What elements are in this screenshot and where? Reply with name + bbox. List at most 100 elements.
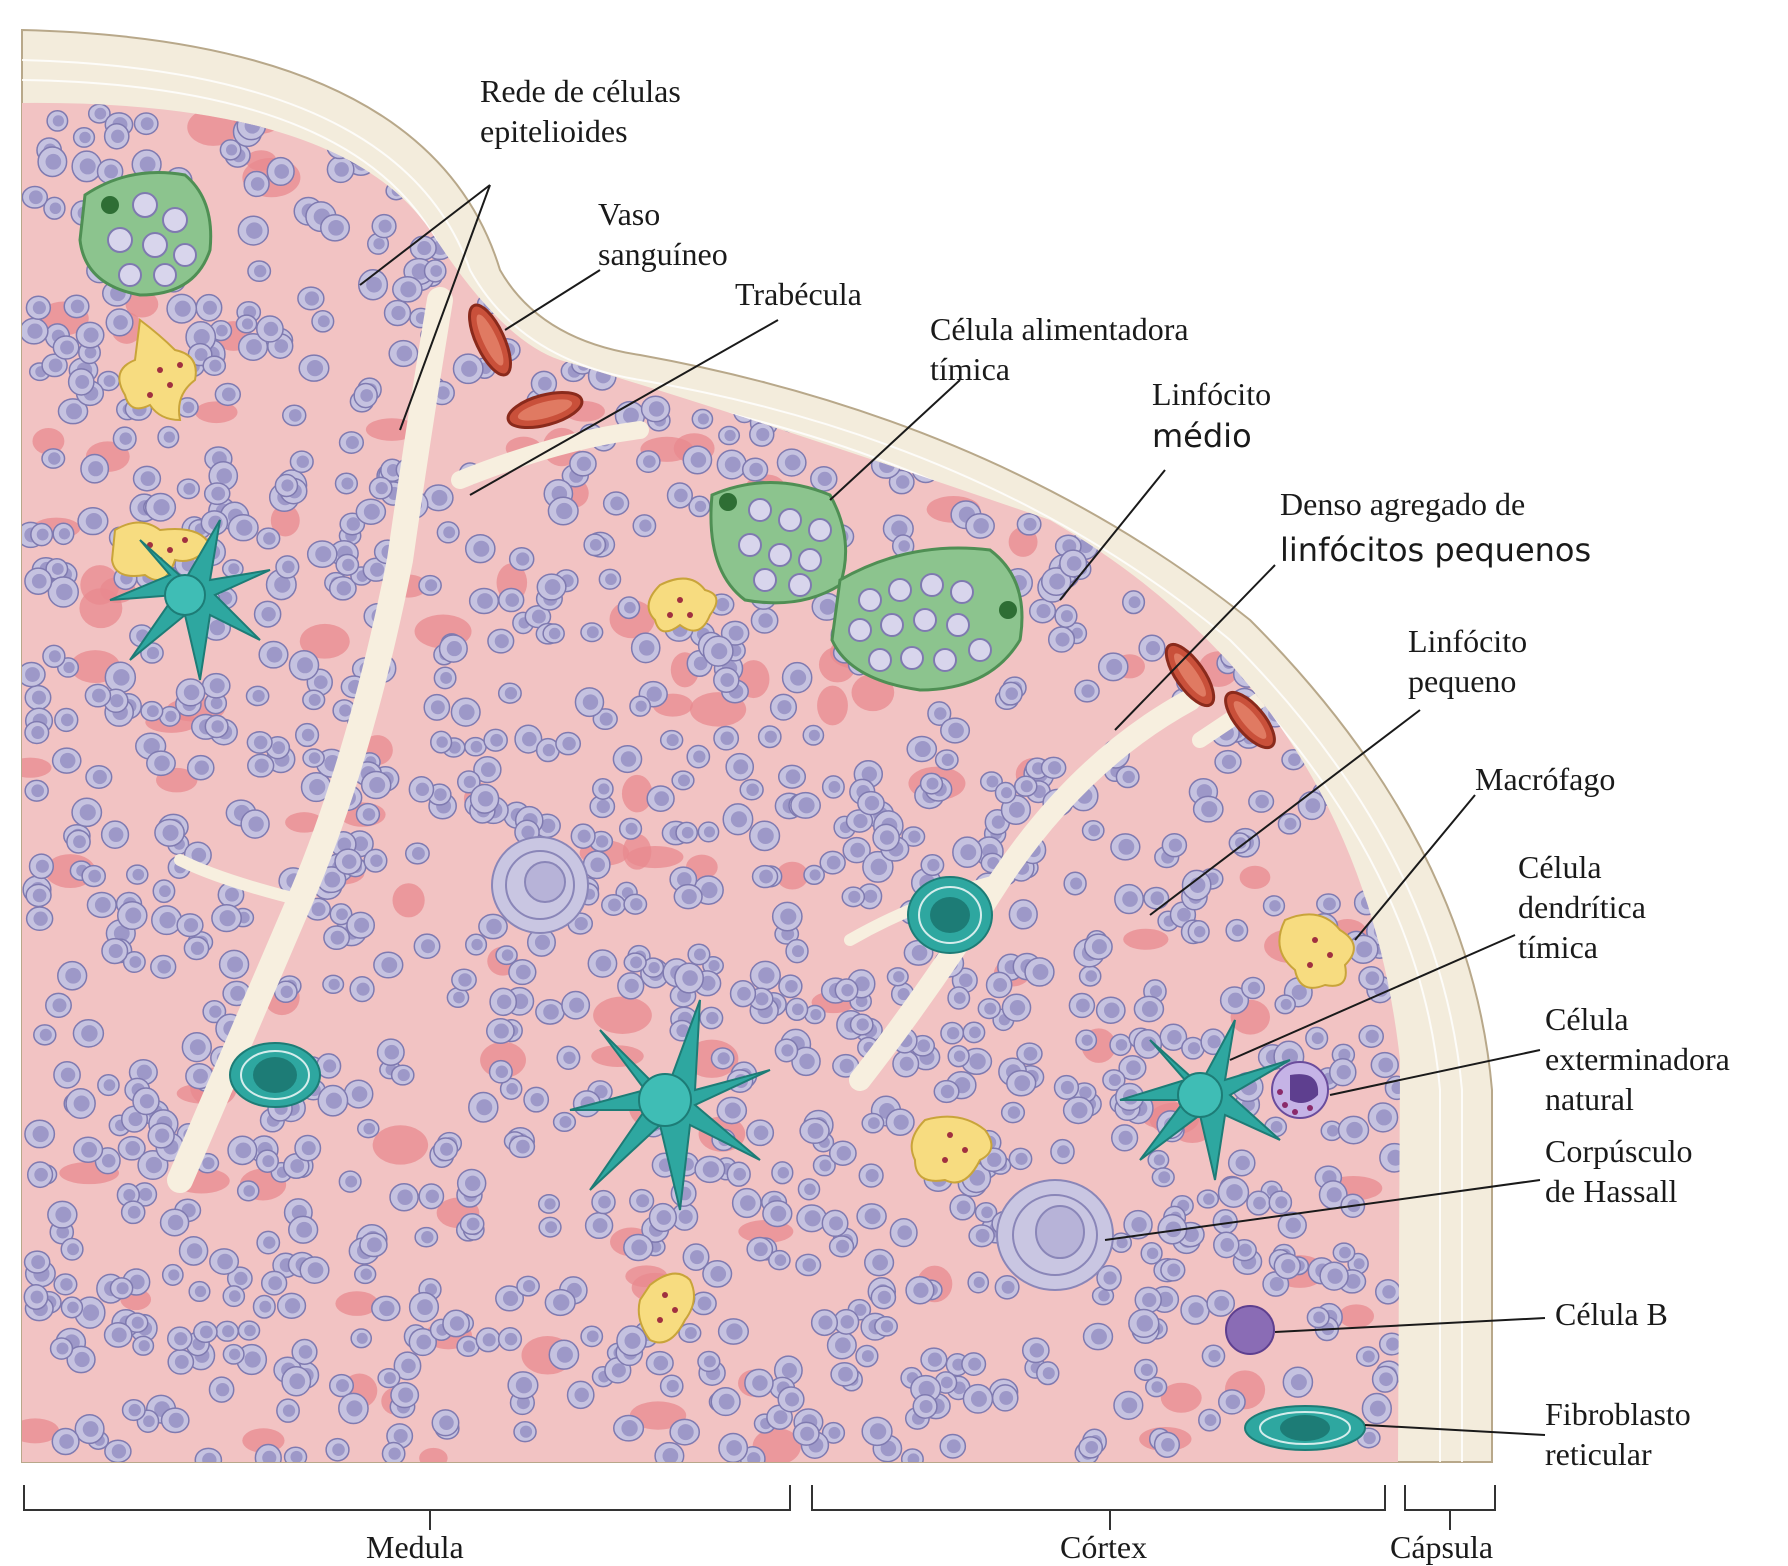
lymphocyte [1053, 276, 1082, 304]
lymphocyte [383, 299, 412, 327]
lymphocyte [323, 925, 351, 951]
lymphocyte [1363, 381, 1394, 411]
lymphocyte [464, 534, 496, 564]
lymphocyte [497, 682, 522, 704]
lymphocyte [1197, 456, 1227, 487]
lymphocyte [1308, 236, 1332, 257]
lymphocyte [175, 678, 206, 707]
lymphocyte [373, 951, 404, 979]
lymphocyte [682, 1243, 710, 1272]
lymphocyte [1201, 1344, 1226, 1368]
epithelial-cell [629, 1401, 687, 1430]
lymphocyte [634, 133, 662, 161]
lymphocyte [495, 1285, 525, 1312]
lymphocyte [686, 649, 713, 678]
lymphocyte [25, 883, 52, 908]
lymphocyte [1180, 1295, 1210, 1325]
lymphocyte [716, 449, 747, 480]
lymphocyte [53, 1060, 81, 1089]
epithelial-cell [285, 812, 324, 833]
lymphocyte [1118, 1054, 1147, 1081]
lymphocyte [418, 574, 442, 596]
lymphocyte [33, 1024, 57, 1046]
lymphocyte [1074, 679, 1100, 703]
lymphocyte [1225, 274, 1249, 295]
lymphocyte [1000, 1101, 1026, 1124]
lymphocyte [1352, 645, 1376, 671]
lymphocyte [24, 720, 50, 745]
lymphocyte [671, 770, 695, 791]
lymphocyte [688, 495, 711, 518]
lymphocyte [43, 196, 66, 220]
lymphocyte [886, 967, 909, 987]
lymphocyte [488, 1059, 513, 1084]
lymphocyte [1082, 1322, 1114, 1351]
lymphocyte [580, 622, 604, 643]
lymphocyte [640, 395, 671, 423]
lymphocyte [1054, 604, 1078, 628]
lymphocyte [961, 1352, 987, 1377]
lymphocyte [791, 343, 822, 371]
lymphocyte [646, 785, 675, 813]
epithelial-cell [776, 861, 809, 890]
lymphocyte [276, 1292, 307, 1319]
lymphocyte [236, 1180, 260, 1202]
lymphocyte [1222, 288, 1250, 316]
lymphocyte [858, 1163, 884, 1188]
lymphocyte [867, 197, 893, 221]
lymphocyte [1217, 1176, 1250, 1208]
lymphocyte [404, 842, 430, 865]
lymphocyte [702, 635, 734, 667]
lymphocyte [669, 1019, 695, 1042]
lymphocyte [1262, 895, 1286, 917]
lymphocyte [445, 143, 469, 164]
lymphocyte [1006, 1069, 1037, 1097]
lymphocyte [1365, 102, 1396, 126]
lymphocyte [1239, 522, 1265, 546]
epithelial-cell [528, 219, 574, 245]
lymphocyte [487, 628, 515, 654]
lymphocyte [103, 1322, 133, 1348]
lymphocyte [536, 573, 567, 601]
lymphocyte [283, 1446, 308, 1462]
lymphocyte [547, 192, 571, 213]
lymphocyte [900, 1448, 924, 1462]
lymphocyte [204, 714, 229, 739]
lymphocyte [215, 1320, 239, 1342]
lymphocyte [302, 748, 325, 768]
lymphocyte [328, 1373, 355, 1398]
epithelial-cell [419, 1447, 448, 1462]
lymphocyte [739, 132, 764, 156]
lymphocyte [882, 267, 906, 291]
lymphocyte [672, 110, 699, 136]
lymphocyte [408, 1291, 440, 1323]
lymphocyte [112, 426, 137, 451]
lymphocyte [947, 986, 971, 1010]
lymphocyte [97, 1073, 120, 1097]
lymphocyte [821, 1421, 846, 1444]
lymphocyte [120, 1200, 146, 1225]
lymphocyte [777, 1386, 805, 1413]
lymphocyte [1299, 577, 1325, 603]
lymphocyte [718, 1432, 749, 1462]
lymphocyte [1183, 140, 1205, 164]
lymphocyte [450, 697, 481, 727]
lymphocyte [906, 735, 938, 763]
lymphocyte [1077, 462, 1108, 489]
lymphocyte [1339, 102, 1371, 134]
lymphocyte [1013, 775, 1038, 797]
lymphocyte [781, 358, 805, 381]
lymphocyte [623, 1233, 654, 1262]
lymphocyte [227, 1135, 258, 1166]
lymphocyte [962, 1021, 986, 1044]
lymphocyte [24, 567, 53, 596]
lymphocyte [1161, 833, 1188, 858]
lymphocyte [464, 736, 487, 757]
lymphocyte [47, 576, 80, 608]
lymphocyte [555, 731, 582, 756]
lymphocyte [71, 150, 102, 183]
lymphocyte [989, 437, 1016, 463]
lymphocyte [1153, 1431, 1181, 1458]
